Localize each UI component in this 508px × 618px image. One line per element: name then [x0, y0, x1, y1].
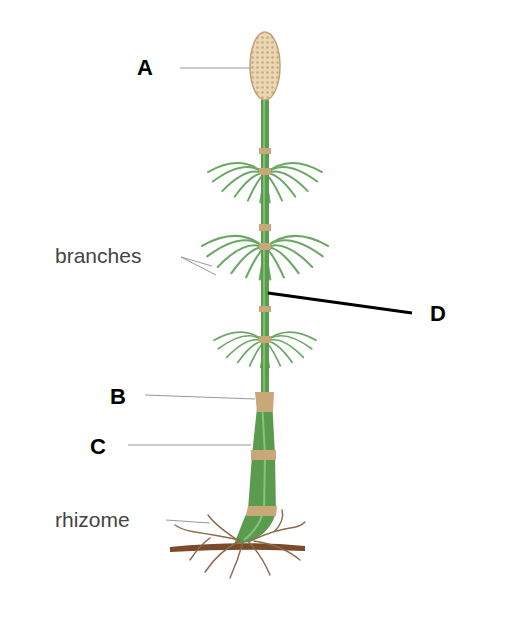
callout-letter: C: [90, 436, 106, 458]
leader-lines: [128, 68, 255, 523]
callout-letter: B: [110, 386, 126, 408]
strobilus: [250, 32, 280, 100]
part-name: rhizome: [55, 509, 130, 530]
callout-letter: A: [137, 57, 153, 79]
leader-line: [268, 293, 412, 313]
callout-letter: D: [430, 303, 446, 325]
roots: [175, 510, 305, 578]
node-sheaths: [246, 148, 277, 516]
part-name: branches: [55, 245, 141, 266]
lower-stem: [234, 398, 276, 544]
stem-highlight: [244, 400, 265, 540]
